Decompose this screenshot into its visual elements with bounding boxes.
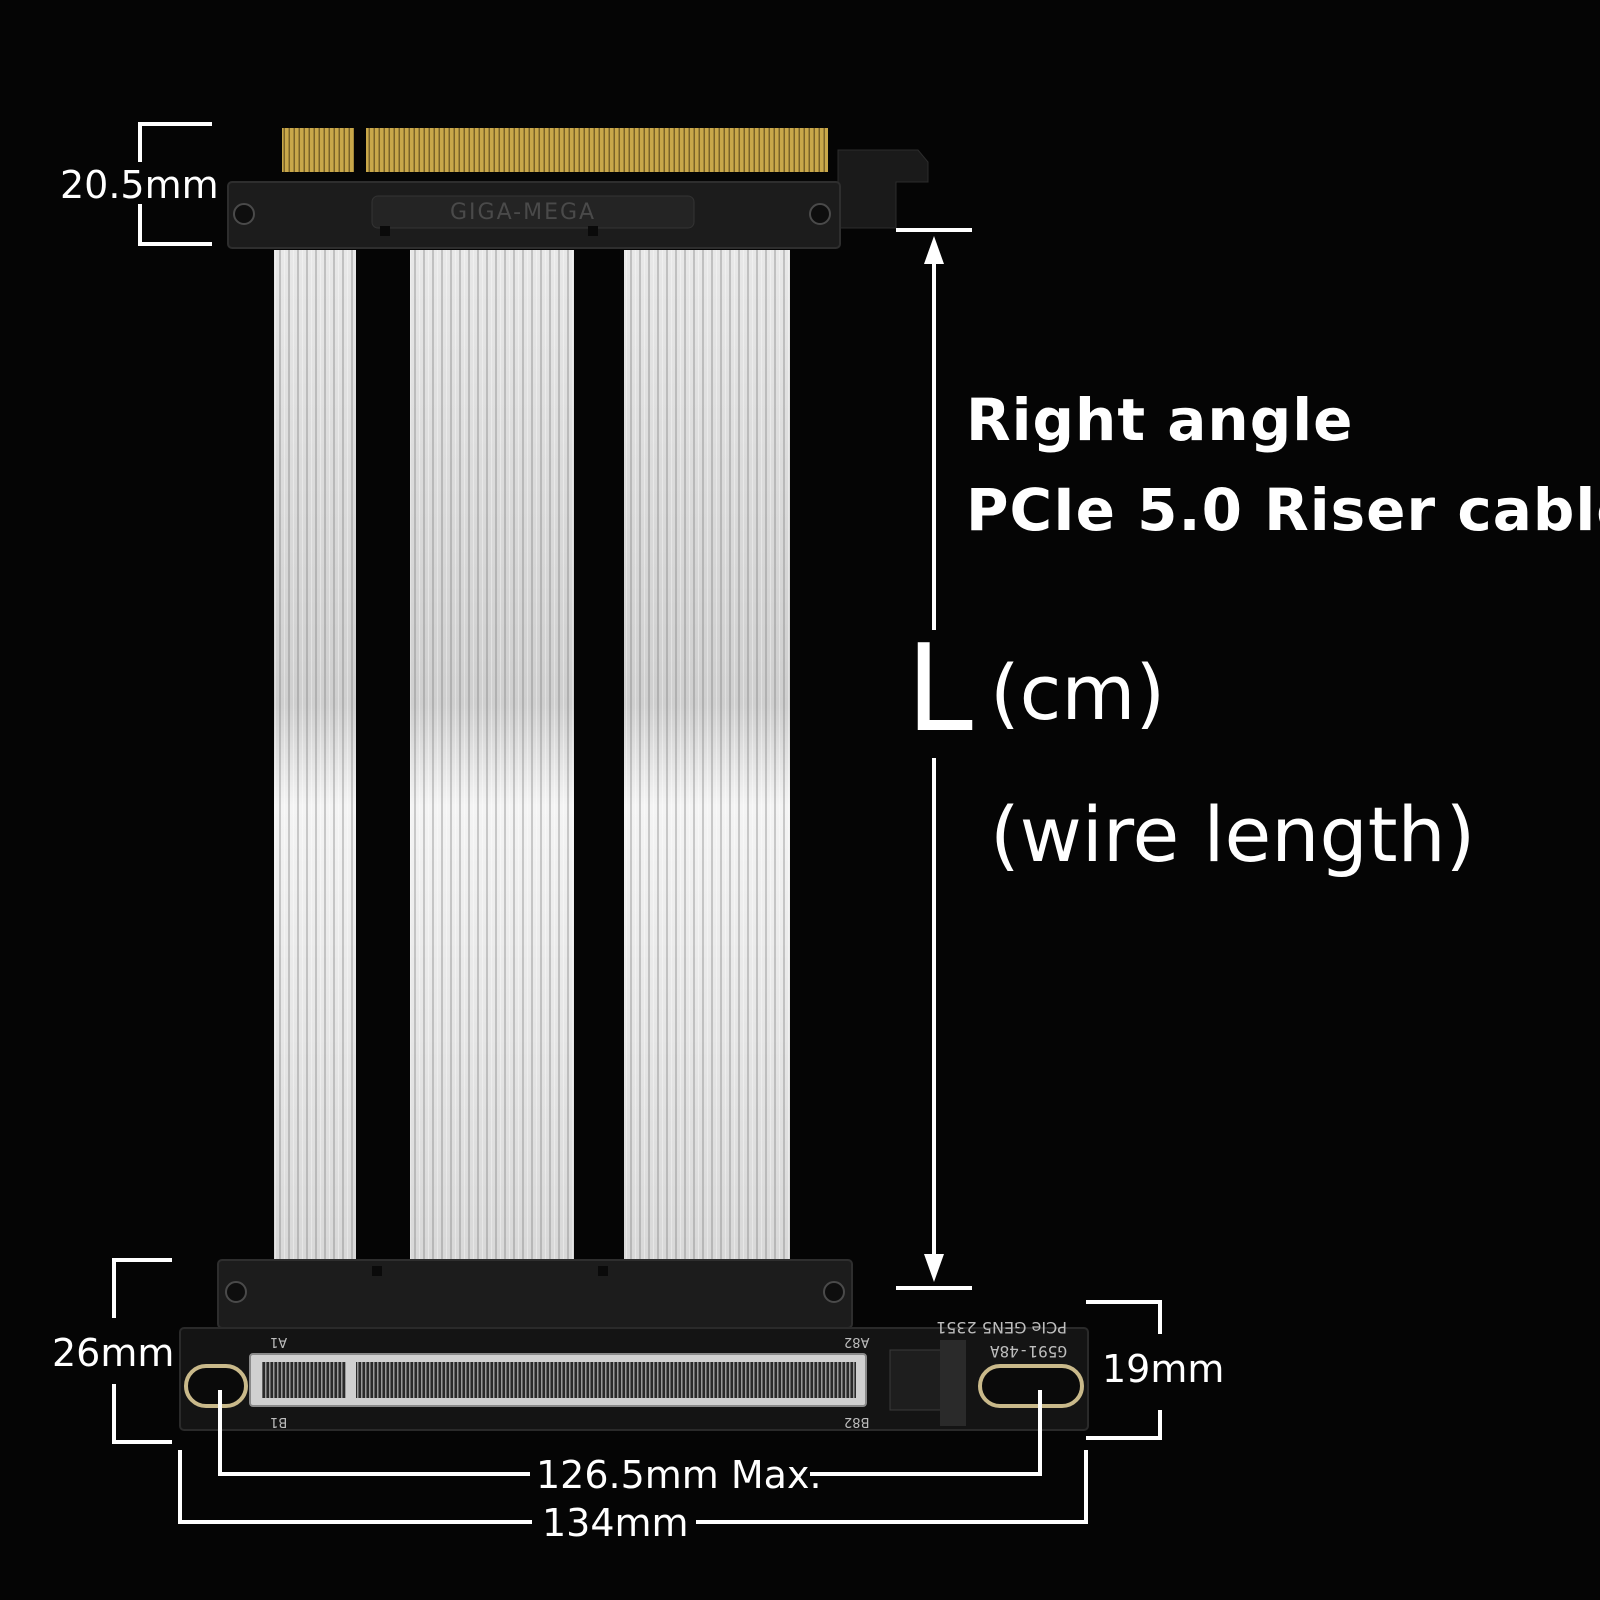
top-connector-height-label: 20.5mm [60, 163, 219, 207]
top-gold-contacts [282, 128, 828, 172]
bottom-connector-height-label: 26mm [52, 1331, 175, 1375]
headline-line2: PCIe 5.0 Riser cable [966, 476, 1600, 544]
bottom-connector-housing [217, 1259, 853, 1329]
bottom-pcb-board [179, 1327, 1089, 1431]
board-height-label: 19mm [1102, 1347, 1225, 1391]
board-height-bracket-upper [1086, 1300, 1162, 1334]
top-height-bracket-upper [138, 122, 212, 162]
pin-label-a1: A1 [270, 1334, 288, 1349]
top-height-bracket-lower [138, 204, 212, 246]
bottom-height-bracket-upper [112, 1258, 172, 1318]
top-connector-brand: GIGA-MEGA [450, 200, 597, 225]
ribbon-cables [274, 250, 790, 1260]
hole-spacing-label: 126.5mm Max. [536, 1453, 822, 1497]
top-pcb-tab [837, 149, 929, 229]
length-unit: (cm) [990, 648, 1166, 737]
board-height-bracket-lower [1086, 1410, 1162, 1440]
pin-label-a82: A82 [844, 1334, 870, 1349]
board-width-label: 134mm [542, 1501, 689, 1545]
length-symbol: L [906, 620, 973, 759]
top-connector-housing [227, 181, 841, 249]
headline-line1: Right angle [966, 386, 1354, 454]
board-marking-gen5: PCIe GEN5 2351 [936, 1318, 1067, 1337]
pin-label-b82: B82 [844, 1414, 870, 1429]
pin-label-b1: B1 [270, 1414, 288, 1429]
length-note: (wire length) [990, 790, 1476, 879]
board-marking-model: G591-48A [990, 1342, 1068, 1361]
bottom-height-bracket-lower [112, 1384, 172, 1444]
